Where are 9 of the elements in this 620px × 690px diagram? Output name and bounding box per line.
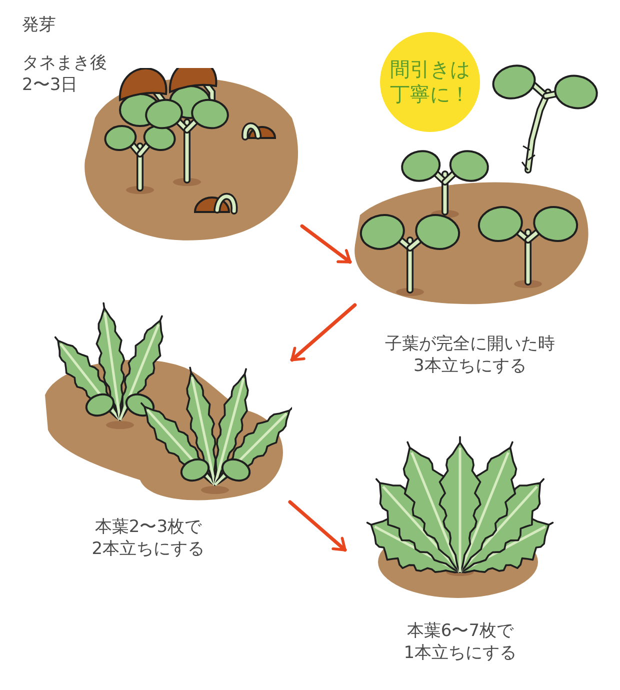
caption-text: 本葉2〜3枚で2本立ちにする	[90, 516, 206, 560]
caption-text: 発芽	[22, 14, 57, 36]
tip-circle: 間引きは丁寧に！	[380, 32, 480, 132]
arrow	[300, 224, 352, 264]
arrow	[288, 500, 347, 552]
caption-text: 子葉が完全に開いた時3本立ちにする	[384, 333, 556, 378]
caption-text: タネまき後2〜3日	[22, 52, 108, 96]
caption-text: 本葉6〜7枚で1本立ちにする	[402, 620, 518, 664]
arrow	[290, 303, 357, 362]
